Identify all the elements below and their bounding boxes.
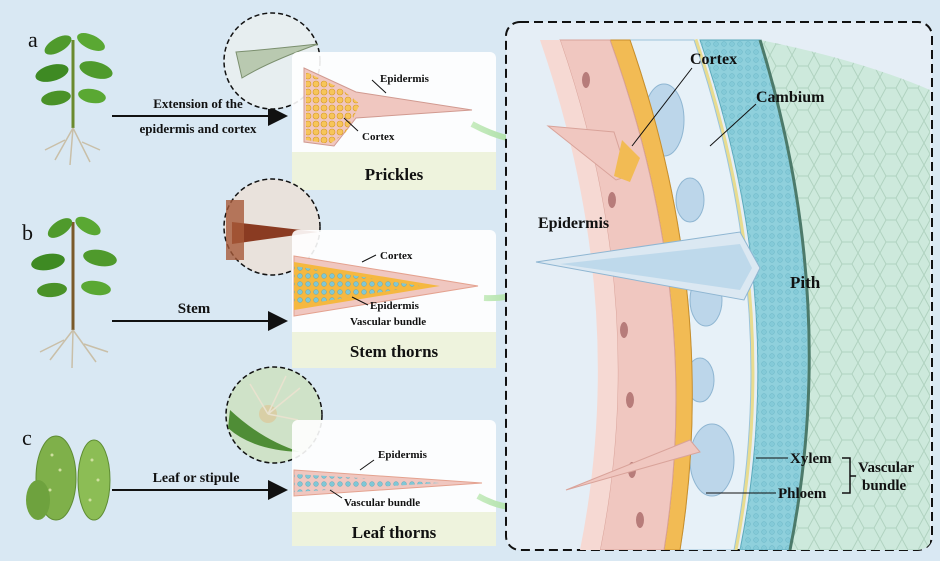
label-leaf-epidermis: Epidermis: [378, 449, 428, 461]
panel-letter-c: c: [22, 425, 32, 450]
label-leaf-vascular: Vascular bundle: [344, 497, 420, 509]
caption-leaf-thorns: Leaf thorns: [352, 523, 437, 542]
panel-a: a Extension of the epidermis and cortex …: [28, 13, 496, 190]
seedling-plant-icon: [34, 29, 115, 165]
label-prickle-cortex: Cortex: [362, 131, 395, 143]
caption-stem-thorns: Stem thorns: [350, 342, 439, 361]
label-vascular-line2: bundle: [862, 478, 907, 494]
label-stem-cortex: Cortex: [380, 250, 413, 262]
label-prickle-epidermis: Epidermis: [380, 73, 430, 85]
cactus-icon: [26, 436, 110, 520]
arrow-label-c: Leaf or stipule: [153, 471, 240, 486]
label-xylem: Xylem: [790, 451, 832, 467]
label-epidermis: Epidermis: [538, 215, 609, 232]
arrow-label-a-line1: Extension of the: [153, 96, 243, 111]
label-cortex: Cortex: [690, 51, 737, 68]
label-stem-epidermis: Epidermis: [370, 300, 420, 312]
cross-section-panel: Cortex Cambium Epidermis Pith Xylem Phlo…: [506, 22, 932, 550]
label-pith: Pith: [790, 273, 821, 292]
label-stem-vascular: Vascular bundle: [350, 316, 426, 328]
arrow-label-b: Stem: [178, 301, 211, 317]
thorny-plant-icon: [30, 213, 118, 368]
panel-letter-a: a: [28, 27, 38, 52]
caption-prickles: Prickles: [365, 165, 424, 184]
label-cambium: Cambium: [756, 89, 825, 106]
panel-b: b Stem Cortex Epidermis Vascular bundle …: [22, 179, 496, 368]
panel-c: c Leaf or stipule Epidermis Vascular bun…: [22, 367, 496, 546]
label-vascular-line1: Vascular: [858, 460, 914, 476]
arrow-label-a-line2: epidermis and cortex: [140, 121, 257, 136]
label-phloem: Phloem: [778, 486, 827, 502]
panel-letter-b: b: [22, 220, 33, 245]
